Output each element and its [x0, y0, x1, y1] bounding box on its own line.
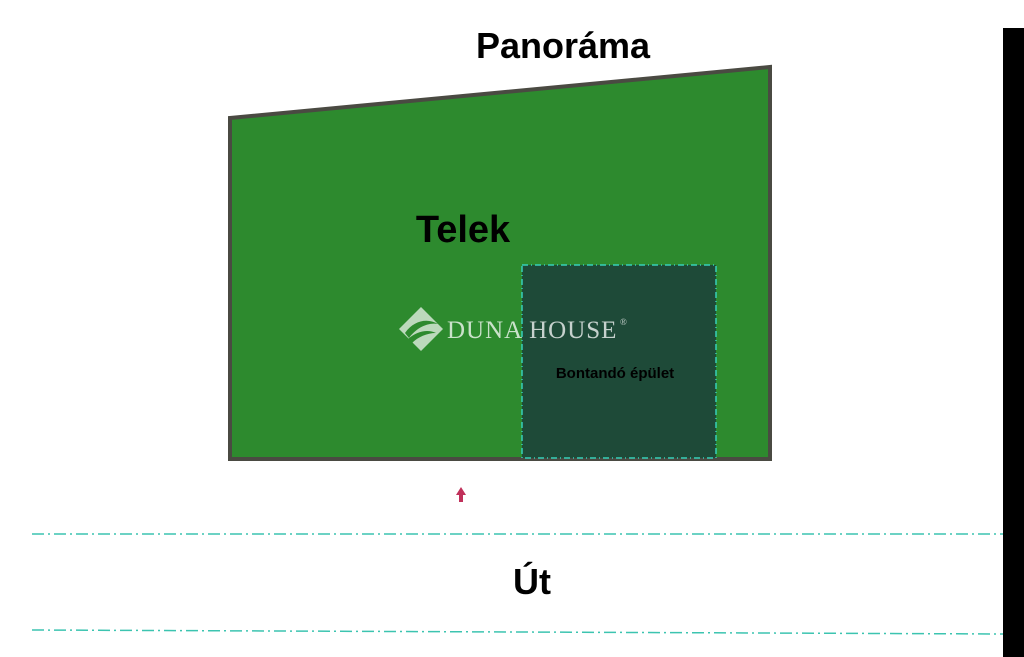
road-label: Út	[513, 560, 551, 602]
road-lower-edge	[31, 629, 1004, 635]
plot-label: Telek	[416, 209, 511, 251]
building-label: Bontandó épület	[556, 365, 674, 382]
duna-house-logo-icon	[399, 307, 443, 351]
watermark-registered: ®	[620, 317, 628, 327]
entrance-arrow-icon	[456, 487, 466, 502]
right-edge-bar	[1003, 28, 1024, 657]
building-to-demolish	[521, 264, 717, 459]
watermark-text: DUNA HOUSE	[447, 317, 617, 344]
panorama-label: Panoráma	[476, 25, 651, 66]
